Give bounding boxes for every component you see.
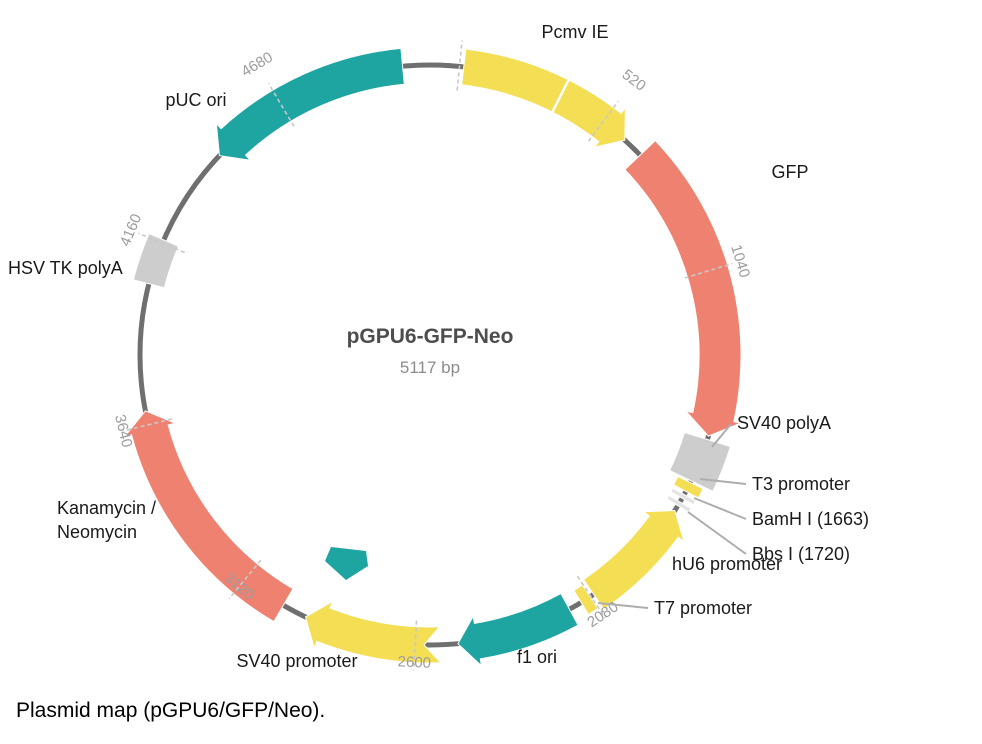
leader-bbsi bbox=[687, 511, 747, 555]
tick-label-4680: 4680 bbox=[239, 49, 276, 81]
feature-label-hu6-promoter: hU6 promoter bbox=[672, 554, 782, 574]
feature-label-f1-ori: f1 ori bbox=[517, 647, 557, 667]
feature-label-kanamycin-neomycin: Kanamycin / bbox=[57, 498, 156, 518]
tick-label-520: 520 bbox=[619, 66, 649, 95]
feature-t7-promoter-mark bbox=[573, 584, 599, 616]
callout-label-bbsi: Bbs I (1720) bbox=[752, 544, 850, 564]
feature-hu6-promoter bbox=[582, 509, 685, 610]
feature-t3-promoter-mark bbox=[672, 475, 704, 499]
tick-5200 bbox=[456, 40, 463, 91]
feature-sv40-polya-block bbox=[668, 431, 732, 492]
tick-3640 bbox=[123, 418, 172, 432]
feature-separator-0 bbox=[550, 78, 571, 114]
feature-gfp bbox=[624, 139, 743, 437]
tick-2600 bbox=[413, 620, 418, 671]
tick-label-4160: 4160 bbox=[117, 211, 146, 248]
tick-520 bbox=[587, 100, 619, 142]
leader-sv40-polya bbox=[711, 423, 732, 448]
feature-f1-ori bbox=[457, 592, 579, 668]
insert-marker bbox=[325, 547, 368, 580]
tick-label-3640: 3640 bbox=[111, 413, 136, 449]
feature-label-hsv-tk-polya: HSV TK polyA bbox=[8, 258, 123, 278]
plasmid-title: pGPU6-GFP-Neo bbox=[347, 325, 514, 348]
feature-label-gfp: GFP bbox=[771, 162, 808, 182]
feature-pcmv-ie bbox=[461, 48, 626, 149]
callout-label-bamhi: BamH I (1663) bbox=[752, 509, 869, 529]
figure-caption: Plasmid map (pGPU6/GFP/Neo). bbox=[16, 699, 325, 722]
feature-puc-ori bbox=[215, 47, 405, 162]
callout-label-t3-promoter: T3 promoter bbox=[752, 474, 850, 494]
feature-label-puc-ori: pUC ori bbox=[165, 90, 226, 110]
tick-3120 bbox=[228, 559, 262, 600]
tick-label-1040: 1040 bbox=[727, 243, 753, 280]
feature-bamhi-mark bbox=[670, 487, 697, 506]
callout-label-sv40-polya: SV40 polyA bbox=[737, 413, 831, 433]
leader-t3-promoter bbox=[699, 478, 747, 485]
tick-label-2600: 2600 bbox=[397, 653, 431, 672]
feature-label-kanamycin-neomycin: Neomycin bbox=[57, 522, 137, 542]
tick-4160 bbox=[138, 232, 185, 254]
leader-bamhi bbox=[693, 497, 747, 520]
tick-4680 bbox=[267, 82, 295, 127]
feature-label-sv40-promoter: SV40 promoter bbox=[236, 651, 357, 671]
tick-1040 bbox=[684, 262, 733, 279]
tick-2080 bbox=[576, 575, 606, 619]
plasmid-size-label: 5117 bp bbox=[400, 358, 460, 377]
callout-label-t7-promoter: T7 promoter bbox=[654, 598, 752, 618]
feature-kanamycin-neomycin bbox=[123, 410, 294, 623]
feature-label-pcmv-ie: Pcmv IE bbox=[541, 22, 608, 42]
leader-t7-promoter bbox=[597, 602, 649, 609]
feature-hsv-tk-polya bbox=[132, 232, 180, 289]
feature-sv40-promoter bbox=[304, 600, 442, 664]
